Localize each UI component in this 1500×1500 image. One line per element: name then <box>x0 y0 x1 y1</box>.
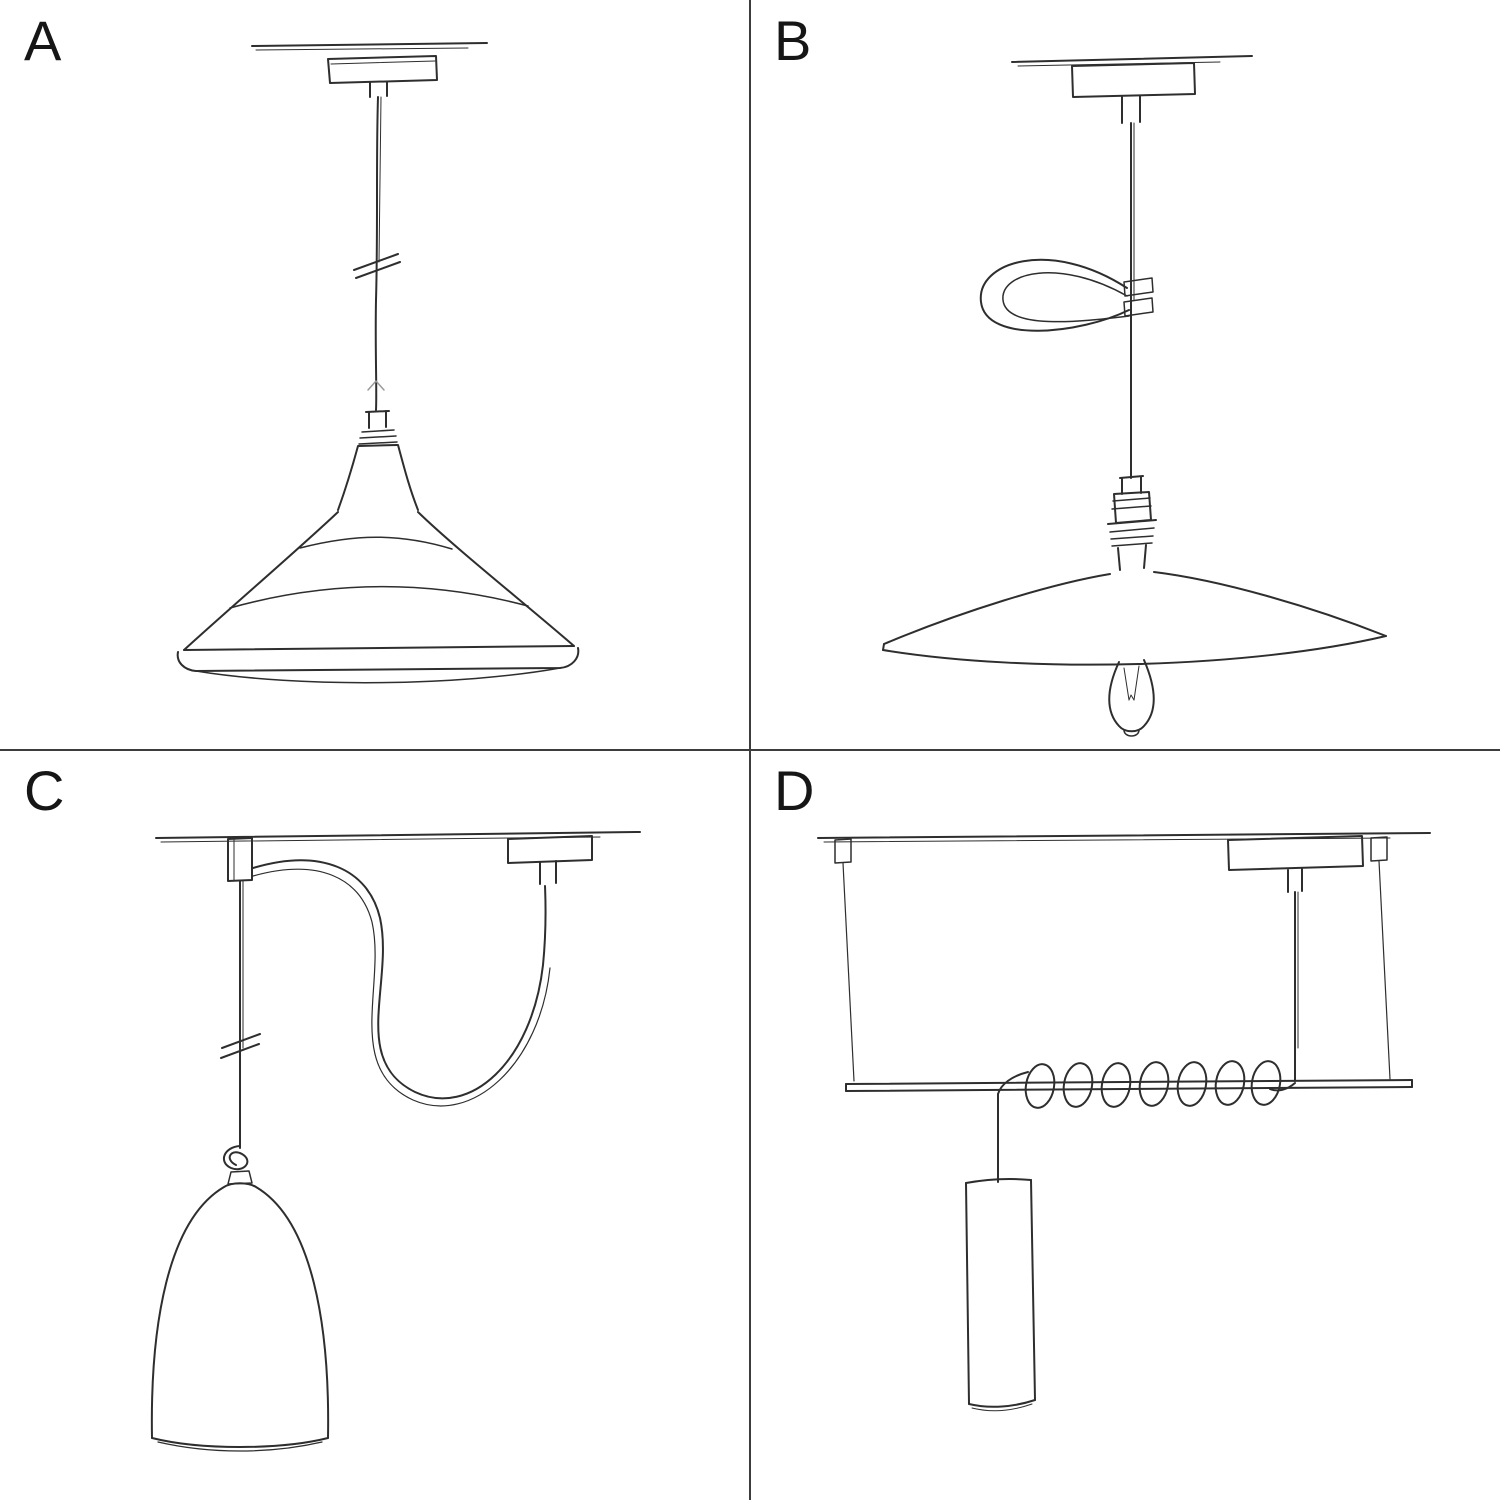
drop-cable <box>239 880 244 1149</box>
lamp-holder <box>1107 475 1157 571</box>
panel-a: A <box>0 0 750 750</box>
metal-shade <box>176 511 580 684</box>
suspension-kit-left <box>834 838 855 1082</box>
suspension-kit-right <box>1370 836 1391 1080</box>
panel-d: D <box>750 750 1500 1500</box>
ceiling-rose <box>1227 835 1364 893</box>
cable-knot <box>222 1145 249 1171</box>
cable-length-marks <box>353 253 401 391</box>
pendant-industrial-shade-sketch <box>176 42 580 684</box>
horizontal-divider <box>0 749 1500 751</box>
ceiling-rose <box>507 835 593 885</box>
cable-length-marks <box>220 1033 261 1059</box>
tube-shade <box>965 1178 1036 1412</box>
ceiling-rose <box>1071 62 1196 124</box>
bell-shade <box>150 1170 330 1452</box>
panel-label-c: C <box>24 759 66 822</box>
center-cable <box>1294 891 1299 1082</box>
swag-cable <box>252 859 551 1107</box>
lamp-holder <box>337 410 419 511</box>
panel-label-d: D <box>774 759 816 822</box>
ceiling-hook <box>227 837 253 882</box>
pendant-cable <box>374 96 382 411</box>
pendant-plate-shade-exposed-bulb-sketch <box>882 55 1387 737</box>
panel-b: B <box>750 0 1500 750</box>
cable-clip-loop <box>979 258 1154 332</box>
coiled-cable <box>997 1060 1296 1109</box>
ceiling-line <box>251 42 488 51</box>
light-bulb <box>1108 659 1155 737</box>
ceiling-rose <box>327 55 438 98</box>
swag-pendant-bell-shade-sketch <box>150 831 641 1452</box>
plate-shade <box>882 571 1387 666</box>
panel-label-a: A <box>24 9 63 72</box>
panel-c: C <box>0 750 750 1500</box>
panel-label-b: B <box>774 9 813 72</box>
suspension-bar-tube-pendant-sketch <box>817 832 1431 1412</box>
